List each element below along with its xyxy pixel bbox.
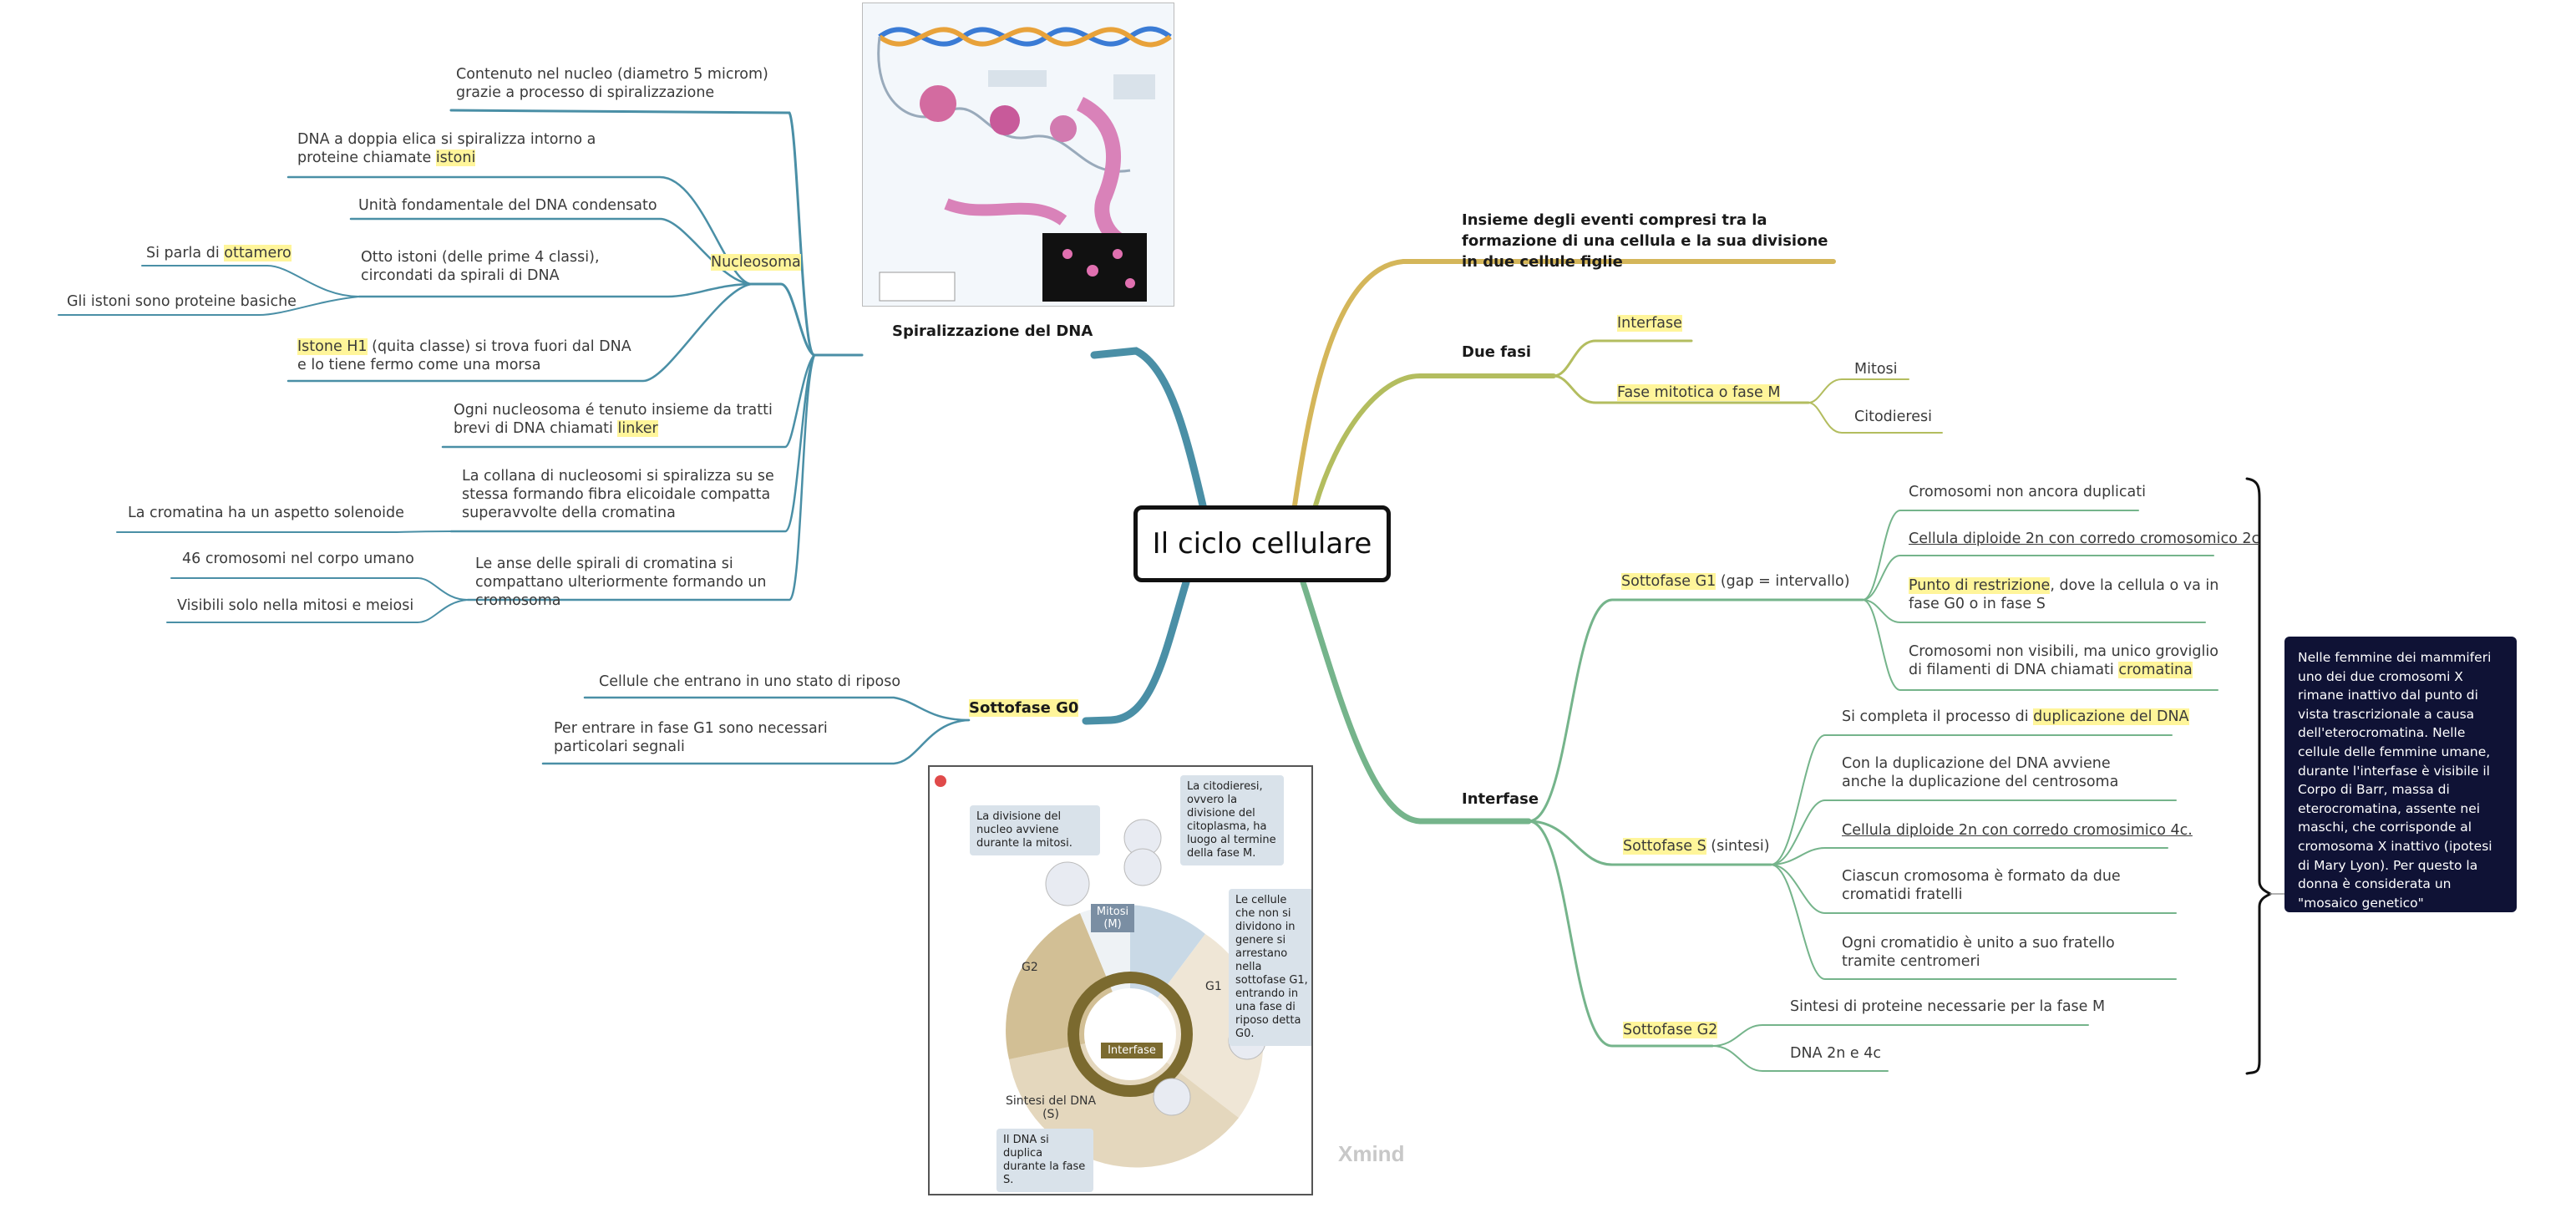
topic-spiralizzazione[interactable]: Spiralizzazione del DNA	[892, 322, 1093, 340]
linker-highlight: linker	[617, 420, 658, 437]
istone-h1-text: (quita classe) si trova fuori dal DNA e …	[297, 338, 631, 373]
fase-m-highlight: Fase mitotica o fase M	[1617, 384, 1781, 401]
note-mosaico-genetico[interactable]: Nelle femmine dei mammiferi uno dei due …	[2284, 637, 2517, 912]
linker-text: Ogni nucleosoma é tenuto insieme da trat…	[454, 402, 773, 437]
figure-label-g1: G1	[1205, 980, 1222, 993]
node-dna-2n-4c[interactable]: DNA 2n e 4c	[1790, 1045, 1881, 1062]
figure-caption-fase-s: Il DNA si duplica durante la fase S.	[996, 1129, 1093, 1192]
figure-caption-g0: Le cellule che non si dividono in genere…	[1229, 889, 1311, 1046]
duplicazione-text: Si completa il processo di	[1842, 708, 2034, 725]
node-anse-spirali[interactable]: Le anse delle spirali di cromatina si co…	[475, 556, 767, 609]
cromatina-text: Cromosomi non visibili, ma unico grovigl…	[1909, 643, 2219, 678]
g1-highlight: Sottofase G1	[1621, 573, 1716, 590]
node-linker[interactable]: Ogni nucleosoma é tenuto insieme da trat…	[454, 401, 804, 438]
topic-sottofase-g0[interactable]: Sottofase G0	[969, 699, 1079, 718]
node-interfase-fase[interactable]: Interfase	[1617, 314, 1682, 332]
doppia-elica-text: DNA a doppia elica si spiralizza intorno…	[297, 131, 596, 166]
node-istoni-basiche[interactable]: Gli istoni sono proteine basiche	[67, 293, 297, 310]
figure-label-g2: G2	[1022, 961, 1038, 974]
node-citodieresi[interactable]: Citodieresi	[1854, 409, 1932, 425]
figure-label-mitosi: Mitosi (M)	[1091, 904, 1134, 932]
dna-spiral-figure	[862, 3, 1174, 307]
node-46-cromosomi[interactable]: 46 cromosomi nel corpo umano	[182, 551, 414, 567]
nucleosoma-label: Nucleosoma	[711, 254, 801, 271]
figure-caption-mitosi-division: La divisione del nucleo avviene durante …	[970, 805, 1100, 855]
node-visibili-mitosi[interactable]: Visibili solo nella mitosi e meiosi	[177, 597, 414, 614]
node-sottofase-s[interactable]: Sottofase S (sintesi)	[1623, 837, 1770, 855]
node-unita-fondamentale[interactable]: Unità fondamentale del DNA condensato	[358, 197, 657, 214]
node-istone-h1[interactable]: Istone H1 (quita classe) si trova fuori …	[297, 338, 631, 374]
topic-due-fasi[interactable]: Due fasi	[1462, 343, 1532, 361]
node-centromeri[interactable]: Ogni cromatidio è unito a suo fratello t…	[1842, 935, 2115, 970]
node-solenoide[interactable]: La cromatina ha un aspetto solenoide	[128, 505, 404, 521]
node-cromatina[interactable]: Cromosomi non visibili, ma unico grovigl…	[1909, 642, 2234, 679]
node-cellula-4c[interactable]: Cellula diploide 2n con corredo cromosim…	[1842, 822, 2193, 839]
node-doppia-elica[interactable]: DNA a doppia elica si spiralizza intorno…	[297, 130, 631, 167]
root-topic[interactable]: Il ciclo cellulare	[1133, 505, 1391, 582]
ottamero-highlight: ottamero	[224, 245, 292, 261]
node-cromosomi-non-duplicati[interactable]: Cromosomi non ancora duplicati	[1909, 484, 2146, 500]
xmind-logo: Xmind	[1338, 1141, 1405, 1166]
node-punto-restrizione[interactable]: Punto di restrizione, dove la cellula o …	[1909, 576, 2226, 613]
node-centrosoma[interactable]: Con la duplicazione del DNA avviene anch…	[1842, 755, 2119, 790]
g1-text: (gap = intervallo)	[1716, 573, 1850, 590]
figure-label-interfase: Interfase	[1101, 1043, 1163, 1058]
node-fase-mitotica[interactable]: Fase mitotica o fase M	[1617, 383, 1781, 402]
s-text: (sintesi)	[1706, 838, 1770, 855]
node-cromatidi-fratelli[interactable]: Ciascun cromosoma è formato da due croma…	[1842, 868, 2121, 903]
node-sintesi-proteine[interactable]: Sintesi di proteine necessarie per la fa…	[1790, 998, 2106, 1015]
g2-highlight: Sottofase G2	[1623, 1022, 1718, 1038]
restrizione-text: , dove la cellula o va in fase G0 o in f…	[1909, 577, 2219, 612]
cell-cycle-figure: La divisione del nucleo avviene durante …	[928, 765, 1313, 1195]
restrizione-highlight: Punto di restrizione	[1909, 577, 2051, 594]
node-otto-istoni[interactable]: Otto istoni (delle prime 4 classi), circ…	[361, 249, 600, 284]
node-sottofase-g2[interactable]: Sottofase G2	[1623, 1021, 1718, 1039]
figure-label-sintesi: Sintesi del DNA (S)	[1005, 1094, 1097, 1121]
node-cellula-2c[interactable]: Cellula diploide 2n con corredo cromosom…	[1909, 530, 2260, 547]
topic-interfase[interactable]: Interfase	[1462, 790, 1539, 808]
topic-definizione[interactable]: Insieme degli eventi compresi tra la for…	[1462, 211, 1828, 271]
istone-h1-highlight: Istone H1	[297, 338, 368, 355]
node-ottamero[interactable]: Si parla di ottamero	[146, 244, 292, 262]
node-collana-nucleosomi[interactable]: La collana di nucleosomi si spiralizza s…	[462, 468, 774, 521]
s-highlight: Sottofase S	[1623, 838, 1706, 855]
istoni-highlight: istoni	[435, 150, 476, 166]
node-contenuto-nucleo[interactable]: Contenuto nel nucleo (diametro 5 microm)…	[456, 66, 768, 101]
node-segnali[interactable]: Per entrare in fase G1 sono necessari pa…	[554, 720, 828, 755]
node-mitosi[interactable]: Mitosi	[1854, 361, 1898, 378]
node-duplicazione-dna[interactable]: Si completa il processo di duplicazione …	[1842, 708, 2189, 726]
topic-nucleosoma[interactable]: Nucleosoma	[711, 253, 801, 272]
node-riposo[interactable]: Cellule che entrano in uno stato di ripo…	[599, 673, 901, 690]
cromatina-highlight: cromatina	[2118, 662, 2193, 678]
node-sottofase-g1[interactable]: Sottofase G1 (gap = intervallo)	[1621, 572, 1850, 591]
duplicazione-highlight: duplicazione del DNA	[2033, 708, 2189, 725]
interfase-highlight: Interfase	[1617, 315, 1682, 332]
figure-caption-citodieresi: La citodieresi, ovvero la divisione del …	[1180, 775, 1284, 865]
g0-label: Sottofase G0	[969, 699, 1079, 717]
ottamero-text: Si parla di	[146, 245, 225, 261]
